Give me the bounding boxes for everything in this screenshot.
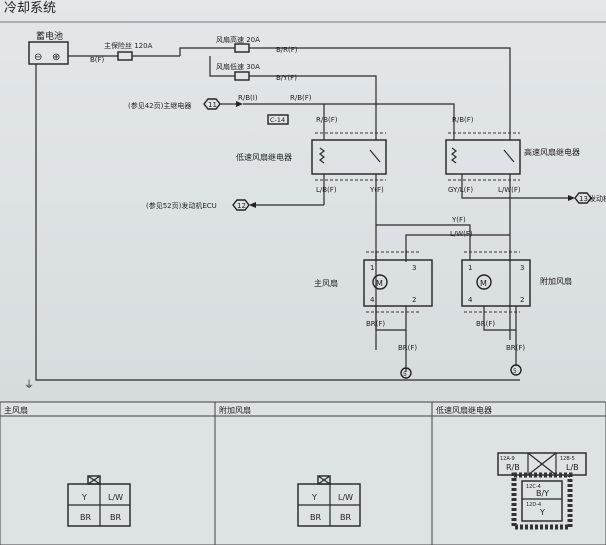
connector-panel-area bbox=[0, 401, 606, 545]
ref-right-num: 13 bbox=[579, 195, 588, 203]
arrow-icon bbox=[568, 195, 575, 201]
wire-label-byf: B/Y(F) bbox=[276, 74, 297, 82]
main-fan-pin-1: 1 bbox=[370, 264, 374, 272]
ground-point-main bbox=[400, 367, 412, 379]
ref-hex-13 bbox=[574, 192, 592, 204]
low-speed-relay bbox=[311, 139, 387, 175]
aux-fan-box bbox=[461, 259, 531, 307]
ground-num-2: 5 bbox=[513, 368, 517, 375]
ref-main-relay-num: 11 bbox=[208, 101, 217, 109]
high-speed-fuse bbox=[234, 43, 250, 53]
connector-c14-label: C-14 bbox=[270, 116, 285, 124]
wire-label-yf: Y(F) bbox=[369, 186, 384, 194]
aux-fan-pin-2: 2 bbox=[520, 296, 524, 304]
wire-label-lwf2: L/W(F) bbox=[450, 230, 473, 238]
panel-low-relay-title: 低速风扇继电器 bbox=[436, 405, 492, 415]
aux-fan-label: 附加风扇 bbox=[540, 276, 572, 286]
main-conn-lw: L/W bbox=[108, 493, 123, 502]
wire-label-lbf: L/B(F) bbox=[316, 186, 337, 194]
main-conn-br1: BR bbox=[80, 513, 91, 522]
pin-12c: 12C-4 bbox=[526, 484, 541, 490]
main-fan-motor-icon bbox=[372, 274, 388, 290]
main-fan-label: 主风扇 bbox=[314, 278, 338, 288]
ref-main-relay: (参见42页)主继电器 bbox=[128, 101, 191, 110]
main-fan-pin-3: 3 bbox=[412, 264, 416, 272]
aux-conn-br2: BR bbox=[340, 513, 351, 522]
aux-conn-br1: BR bbox=[310, 513, 321, 522]
wire-label-bf: B(F) bbox=[90, 56, 105, 64]
relay-coil-icon bbox=[451, 147, 457, 164]
wire-label-brf-aux2: BR(F) bbox=[506, 344, 525, 352]
low-speed-fuse bbox=[234, 71, 250, 81]
aux-fan-pin-4: 4 bbox=[468, 296, 473, 304]
relay-conn-y: Y bbox=[539, 508, 545, 517]
battery-label: 蓄电池 bbox=[36, 30, 63, 42]
main-fuse bbox=[117, 51, 133, 61]
arrow-icon bbox=[249, 202, 256, 208]
ref-ecu: (参见52页)发动机ECU bbox=[146, 201, 217, 210]
main-conn-y: Y bbox=[81, 493, 87, 502]
main-fan-box bbox=[363, 259, 433, 307]
pin-12a: 12A-9 bbox=[500, 456, 515, 462]
wire-label-rbf-low: R/B(F) bbox=[316, 116, 338, 124]
battery-plus-icon: ⊕ bbox=[52, 52, 60, 63]
main-fan-pin-4: 4 bbox=[370, 296, 375, 304]
ref-hex-12 bbox=[232, 199, 250, 211]
wire-label-rbi: R/B(I) bbox=[238, 94, 258, 102]
page-title: 冷却系统 bbox=[4, 1, 56, 16]
aux-fan-pin-1: 1 bbox=[468, 264, 472, 272]
aux-fan-motor-icon bbox=[476, 274, 492, 290]
wire-label-yf2: Y(F) bbox=[451, 216, 466, 224]
relay-coil-icon bbox=[319, 147, 325, 164]
ref-right: 发动机 bbox=[589, 194, 606, 203]
wire-label-lwf: L/W(F) bbox=[498, 186, 521, 194]
aux-fan-connector: Y L/W BR BR bbox=[297, 475, 361, 527]
pin-12b: 12B-5 bbox=[560, 456, 575, 462]
wire-label-gylf: GY/L(F) bbox=[448, 186, 473, 194]
high-speed-relay bbox=[445, 139, 521, 175]
fuse-label-low: 风扇低速 30A bbox=[216, 62, 260, 71]
main-conn-br2: BR bbox=[110, 513, 121, 522]
fuse-label-main: 主保险丝 120A bbox=[104, 41, 153, 50]
battery-box bbox=[28, 41, 69, 65]
panel-aux-fan-title: 附加风扇 bbox=[219, 405, 251, 415]
ground-point-aux bbox=[510, 364, 522, 376]
relay-conn-rb: R/B bbox=[506, 463, 520, 472]
arrow-icon bbox=[236, 101, 243, 107]
connector-c14 bbox=[267, 114, 289, 125]
wire-label-brf-main2: BR(F) bbox=[398, 344, 417, 352]
panel-main-fan-title: 主风扇 bbox=[4, 405, 28, 415]
main-fan-pin-2: 2 bbox=[412, 296, 416, 304]
low-relay-connector: 12A-9 12B-5 R/B L/B 12C-4 B/Y 12D-4 Y bbox=[497, 452, 587, 530]
relay-conn-lb: L/B bbox=[566, 463, 579, 472]
low-relay-label: 低速风扇继电器 bbox=[236, 152, 292, 162]
wire-label-brf-main: BR(F) bbox=[366, 320, 385, 328]
fuse-label-high: 风扇高速 20A bbox=[216, 35, 260, 44]
wire-label-rbf-high: R/B(F) bbox=[452, 116, 474, 124]
aux-conn-lw: L/W bbox=[338, 493, 353, 502]
ground-num-1: 5 bbox=[403, 371, 407, 378]
battery-minus-icon: ⊖ bbox=[34, 52, 42, 63]
svg-text:M: M bbox=[376, 279, 383, 288]
svg-text:M: M bbox=[480, 279, 487, 288]
relay-conn-by: B/Y bbox=[536, 489, 549, 498]
wire-label-brf: B/R(F) bbox=[276, 46, 298, 54]
ground-icon: ⏚ bbox=[24, 379, 34, 391]
aux-fan-pin-3: 3 bbox=[520, 264, 524, 272]
ref-ecu-num: 12 bbox=[237, 202, 246, 210]
high-relay-label: 高速风扇继电器 bbox=[524, 147, 580, 157]
aux-conn-y: Y bbox=[311, 493, 317, 502]
wire-label-brf-aux: BR(F) bbox=[476, 320, 495, 328]
main-fan-connector: Y L/W BR BR bbox=[67, 475, 131, 527]
wire-label-rbf: R/B(F) bbox=[290, 94, 312, 102]
pin-12d: 12D-4 bbox=[526, 502, 541, 508]
